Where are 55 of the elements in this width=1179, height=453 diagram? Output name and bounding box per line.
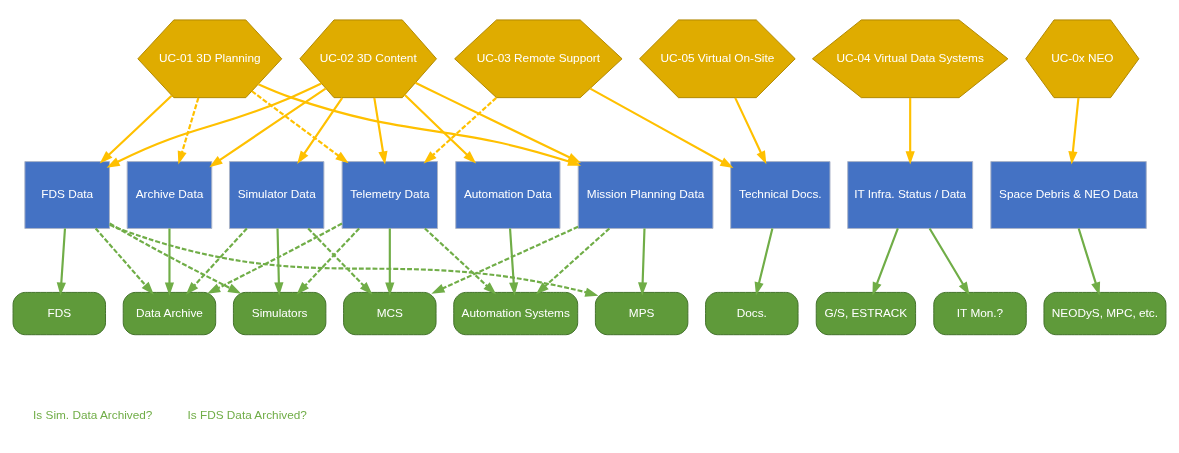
node-box: Simulators [232,291,327,335]
node-box: Automation Data [455,160,561,229]
node-box: MPS [594,291,689,335]
arrow [589,87,734,168]
arrow [94,227,154,295]
arrow [905,97,915,165]
node-box: NEODyS, MPC, etc. [1043,291,1167,335]
node-box: IT Infra. Status / Data [847,160,974,229]
arrow [385,228,395,296]
arrow [928,227,970,295]
node-box: Automation Systems [453,291,579,335]
arrow [424,227,497,295]
arrow [423,96,497,163]
arrow [431,225,579,294]
arrow [209,87,327,167]
arrow [1068,97,1080,165]
arrow [373,97,388,165]
arrow [177,97,200,164]
arrow [414,81,581,163]
node-box: Space Debris & NEO Data [990,160,1147,229]
arrow [109,223,599,297]
node-box: Data Archive [122,291,217,335]
arrow [307,227,373,295]
arrow [297,96,344,164]
arrow [872,227,899,295]
arrow [535,227,611,295]
arrow [296,227,360,295]
arrow [638,227,648,296]
arrow [185,227,248,295]
node-box: Telemetry Data [341,160,438,229]
node-box: Archive Data [126,160,213,229]
label: Is Sim. Data Archived? [33,407,153,422]
node-box: G/S, ESTRACK [815,291,917,335]
arrow [251,89,349,163]
arrow [508,227,519,296]
label: Is FDS Data Archived? [187,407,307,422]
node-box: Simulator Data [229,160,325,229]
node-box: IT Mon.? [933,291,1027,335]
node-box: Docs. [705,291,799,335]
arrow [274,227,284,296]
arrow [106,82,322,168]
arrow [404,93,477,164]
node-box: Mission Planning Data [577,160,714,229]
arrow [99,94,173,163]
arrow [1077,227,1101,295]
arrow [109,221,242,294]
arrow [734,96,767,164]
node-box: FDS [12,291,106,335]
arrow [164,228,175,296]
node-box: Technical Docs. [730,160,831,229]
arrow [56,227,67,296]
node-box: FDS Data [24,160,110,229]
arrow [207,222,343,294]
arrow [754,227,774,296]
node-box: MCS [343,291,437,335]
